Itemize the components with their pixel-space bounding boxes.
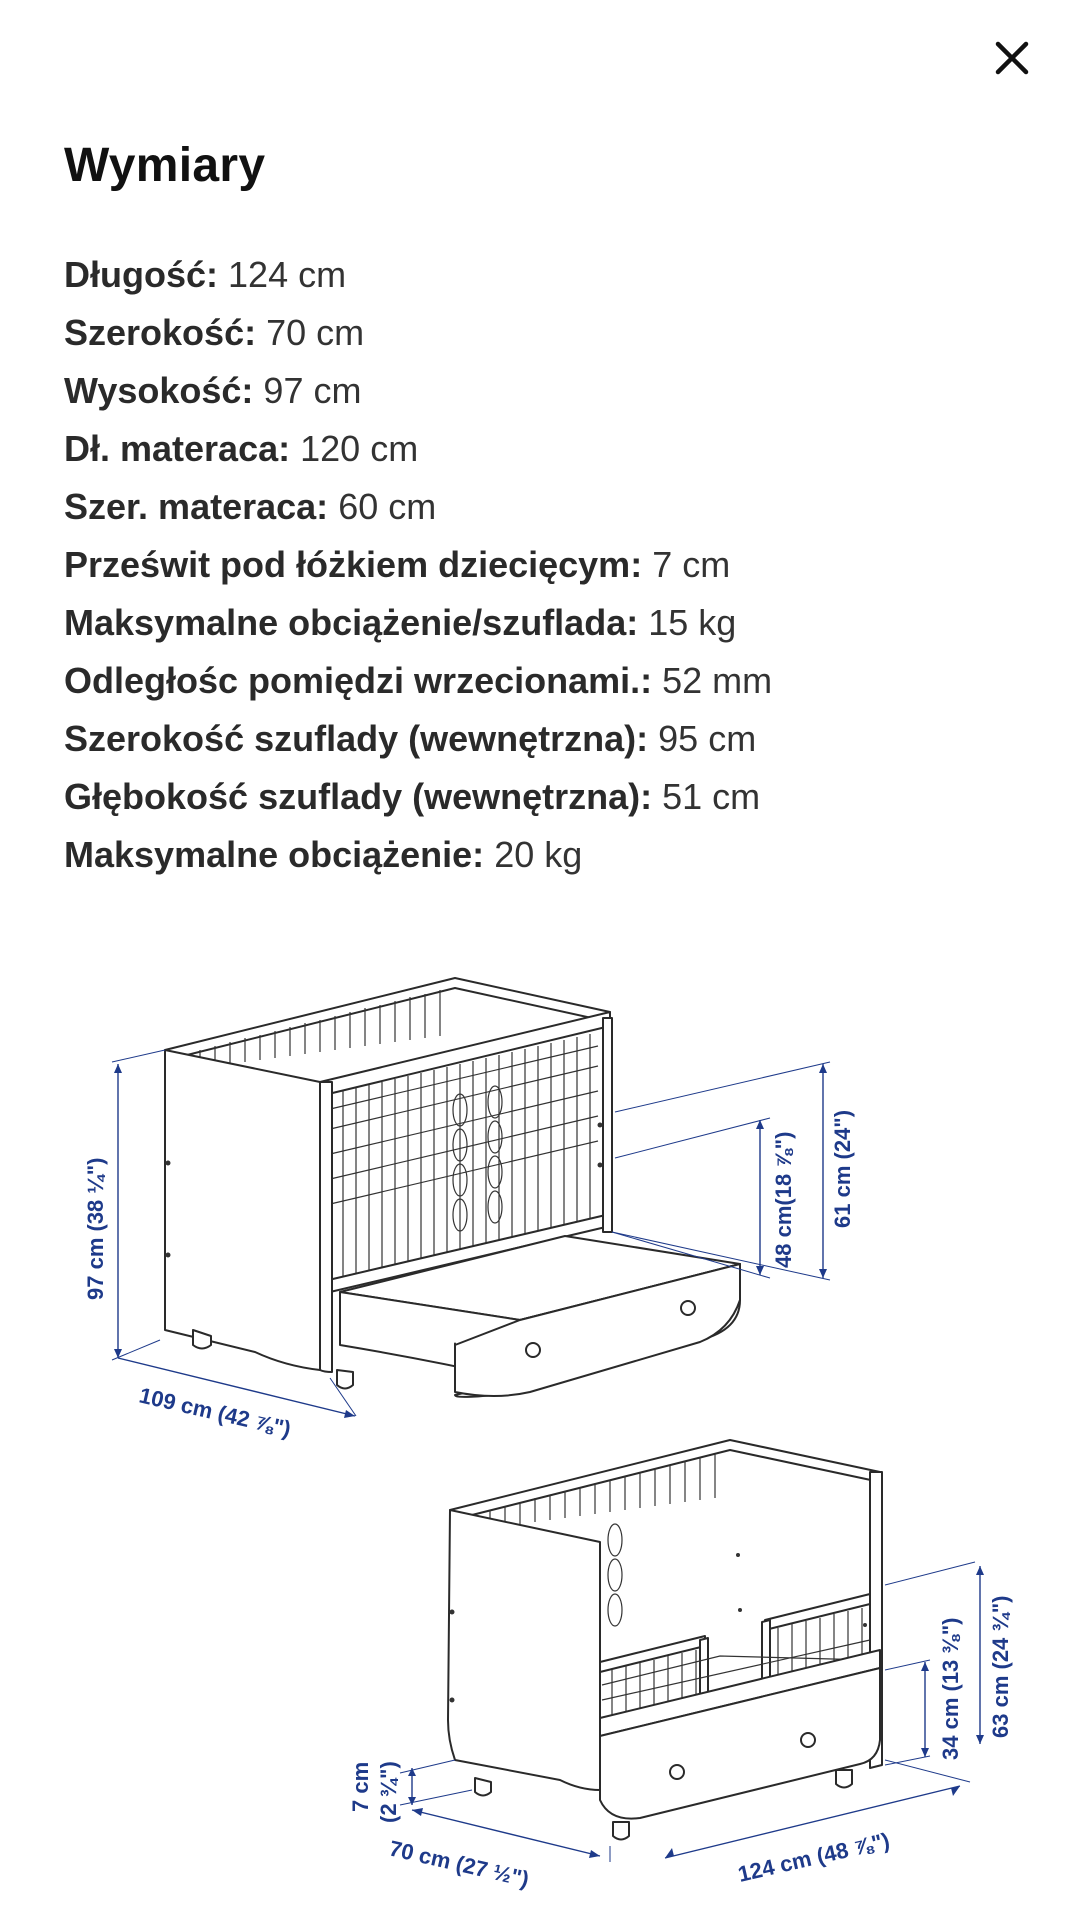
- spec-label: Odległośc pomiędzi wrzecionami.:: [64, 660, 653, 701]
- dim-label-inner-height: 48 cm(18 ⅞"): [771, 1132, 796, 1268]
- spec-row-max-load: Maksymalne obciążenie: 20 kg: [64, 826, 772, 884]
- junior-bed-illustration: [447, 1439, 883, 1841]
- spec-row-width: Szerokość: 70 cm: [64, 304, 772, 362]
- dimension-list: Długość: 124 cm Szerokość: 70 cm Wysokoś…: [64, 246, 772, 884]
- dim-label-clearance-inch: (2 ¾"): [376, 1761, 401, 1823]
- spec-label: Szerokość:: [64, 312, 257, 353]
- spec-row-mattress-width: Szer. materaca: 60 cm: [64, 478, 772, 536]
- crib-illustration: [164, 977, 741, 1398]
- spec-value: 97 cm: [263, 370, 362, 411]
- spec-row-length: Długość: 124 cm: [64, 246, 772, 304]
- spec-label: Wysokość:: [64, 370, 254, 411]
- dim-label-total-height: 63 cm (24 ¾"): [988, 1595, 1013, 1738]
- spec-value: 70 cm: [266, 312, 365, 353]
- dim-label-clearance: 7 cm: [348, 1762, 373, 1812]
- spec-value: 95 cm: [658, 718, 757, 759]
- dialog-title: Wymiary: [64, 139, 266, 192]
- spec-label: Dł. materaca:: [64, 428, 291, 469]
- dim-label-length: 124 cm (48 ⅞"): [736, 1828, 892, 1887]
- spec-label: Maksymalne obciążenie:: [64, 834, 485, 875]
- spec-value: 51 cm: [662, 776, 761, 817]
- dim-label-depth: 70 cm (27 ½"): [387, 1836, 531, 1892]
- spec-value: 52 mm: [662, 660, 773, 701]
- spec-row-drawer-load: Maksymalne obciążenie/szuflada: 15 kg: [64, 594, 772, 652]
- spec-value: 60 cm: [338, 486, 437, 527]
- spec-label: Prześwit pod łóżkiem dziecięcym:: [64, 544, 643, 585]
- spec-value: 120 cm: [300, 428, 419, 469]
- spec-label: Długość:: [64, 254, 219, 295]
- spec-row-drawer-depth: Głębokość szuflady (wewnętrzna): 51 cm: [64, 768, 772, 826]
- dim-label-height: 97 cm (38 ¼"): [83, 1157, 108, 1300]
- spec-value: 20 kg: [494, 834, 583, 875]
- spec-label: Głębokość szuflady (wewnętrzna):: [64, 776, 653, 817]
- dimension-lines-lower: [399, 1561, 984, 1862]
- spec-value: 124 cm: [228, 254, 347, 295]
- spec-row-drawer-width: Szerokość szuflady (wewnętrzna): 95 cm: [64, 710, 772, 768]
- close-icon: [995, 41, 1029, 75]
- spec-row-clearance: Prześwit pod łóżkiem dziecięcym: 7 cm: [64, 536, 772, 594]
- dim-label-side-height: 34 cm (13 ⅜"): [938, 1617, 963, 1760]
- spec-label: Szerokość szuflady (wewnętrzna):: [64, 718, 649, 759]
- close-button[interactable]: [982, 28, 1042, 88]
- spec-value: 15 kg: [648, 602, 737, 643]
- dim-label-rail-height: 61 cm (24"): [830, 1110, 855, 1228]
- spec-row-spindle-gap: Odległośc pomiędzi wrzecionami.: 52 mm: [64, 652, 772, 710]
- spec-row-height: Wysokość: 97 cm: [64, 362, 772, 420]
- spec-label: Szer. materaca:: [64, 486, 329, 527]
- dim-label-width: 109 cm (42 ⅞"): [137, 1383, 293, 1442]
- dimension-lines-upper: [111, 1049, 831, 1418]
- spec-label: Maksymalne obciążenie/szuflada:: [64, 602, 639, 643]
- spec-row-mattress-length: Dł. materaca: 120 cm: [64, 420, 772, 478]
- spec-value: 7 cm: [652, 544, 731, 585]
- dimension-diagram: 97 cm (38 ¼") 109 cm (42 ⅞") 48 cm(18 ⅞"…: [83, 977, 1013, 1892]
